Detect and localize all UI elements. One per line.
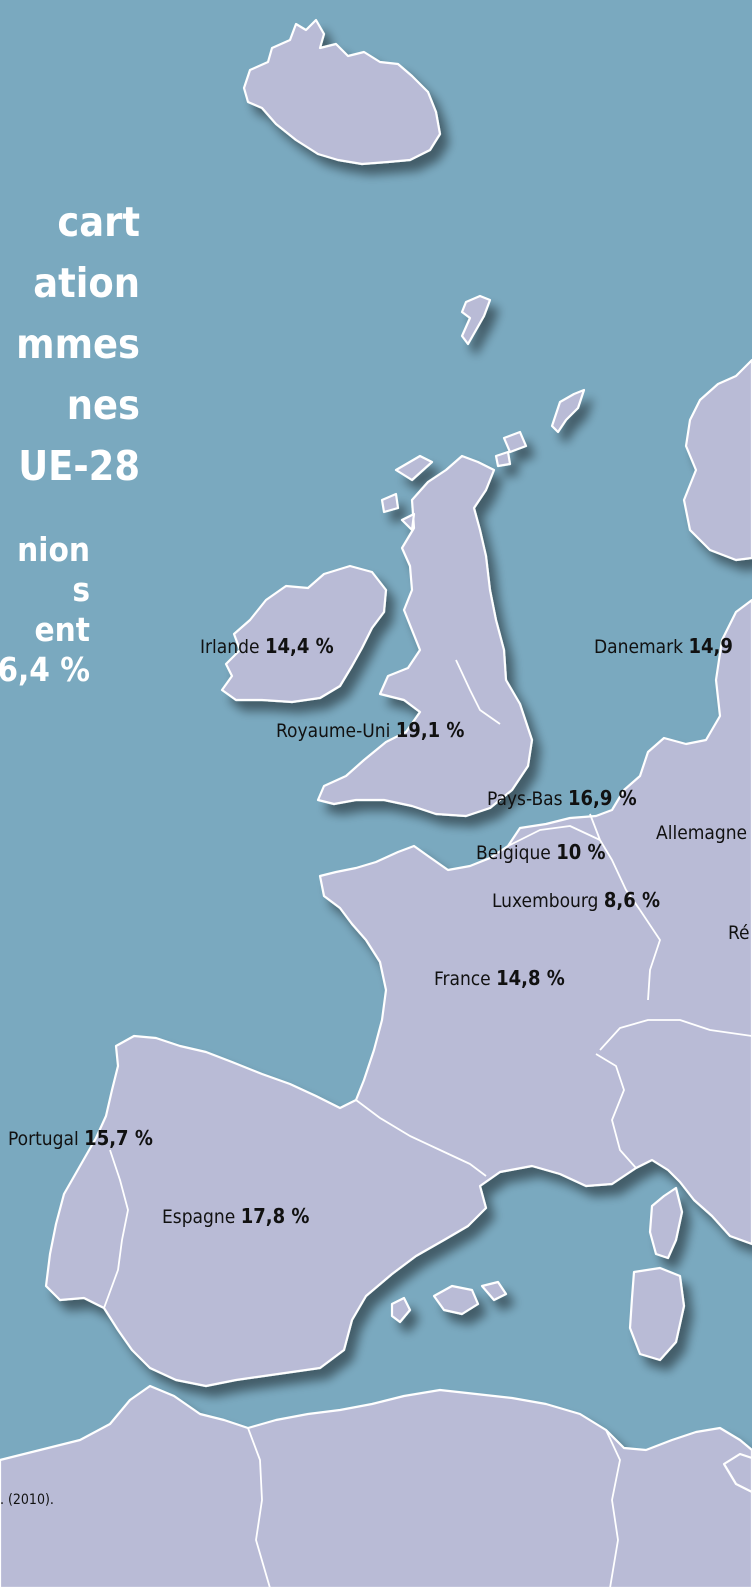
source-note: . (2010). (0, 1492, 54, 1508)
label-france: France 14,8 % (434, 966, 565, 990)
country-value: 10 % (556, 840, 606, 864)
sardinia-shape (628, 1266, 686, 1362)
country-value: 15,7 % (84, 1126, 153, 1150)
label-portugal: Portugal 15,7 % (8, 1126, 153, 1150)
orkney-shape (494, 430, 528, 468)
label-netherlands: Pays-Bas 16,9 % (487, 786, 637, 810)
label-spain: Espagne 17,8 % (162, 1204, 309, 1228)
map-subtitle: nion s ent 6,4 % (0, 530, 95, 690)
faroe-islands-shape (460, 294, 492, 346)
great-britain-shape (316, 454, 534, 818)
north-africa-shape (0, 1384, 752, 1588)
menorca-shape (480, 1280, 508, 1302)
subtitle-line-1: nion (17, 530, 90, 569)
label-ireland: Irlande 14,4 % (200, 634, 334, 658)
label-belgium: Belgique 10 % (476, 840, 606, 864)
country-name: Luxembourg (492, 890, 599, 912)
mallorca-shape (432, 1284, 480, 1316)
country-name: Danemark (594, 636, 684, 658)
country-name: Royaume-Uni (276, 720, 391, 742)
country-value: 17,8 % (240, 1204, 310, 1228)
country-name: Ré (728, 922, 750, 944)
hebrides-shape (380, 454, 434, 532)
sicily-shape (722, 1452, 752, 1494)
label-germany: Allemagne (656, 822, 747, 844)
title-line-4: nes (66, 381, 140, 429)
country-value: 8,6 % (603, 888, 661, 912)
country-name: Belgique (476, 842, 551, 864)
title-line-3: mmes (16, 320, 140, 368)
country-value: 14,8 % (496, 966, 565, 990)
title-line-1: cart (57, 198, 140, 246)
country-name: France (434, 968, 491, 990)
ibiza-shape (390, 1296, 412, 1324)
iceland-shape (242, 18, 442, 166)
label-denmark: Danemark 14,9 (594, 634, 733, 658)
corsica-shape (648, 1186, 684, 1260)
subtitle-line-4: 6,4 % (0, 650, 90, 689)
country-name: Irlande (200, 636, 260, 658)
country-value: 19,1 % (395, 718, 465, 742)
country-value: 14,9 (688, 634, 733, 658)
subtitle-line-2: s (72, 570, 90, 609)
subtitle-line-3: ent (34, 610, 90, 649)
continental-europe-shape (44, 598, 752, 1388)
country-value: 16,9 % (567, 786, 637, 810)
country-borders (103, 659, 752, 1588)
label-czech-republic: Ré (728, 922, 750, 944)
country-name: Allemagne (656, 822, 748, 844)
country-value: 14,4 % (264, 634, 334, 658)
scandinavia-shape (682, 358, 752, 562)
title-line-2: ation (33, 259, 140, 307)
country-name: Espagne (162, 1206, 236, 1228)
shetland-shape (550, 388, 586, 434)
country-name: Pays-Bas (487, 788, 563, 810)
label-united-kingdom: Royaume-Uni 19,1 % (276, 718, 464, 742)
map-title: cart ation mmes nes UE-28 (0, 192, 150, 497)
label-luxembourg: Luxembourg 8,6 % (492, 888, 660, 912)
ireland-shape (220, 564, 388, 704)
country-name: Portugal (8, 1128, 79, 1150)
title-line-5: UE-28 (18, 442, 140, 490)
